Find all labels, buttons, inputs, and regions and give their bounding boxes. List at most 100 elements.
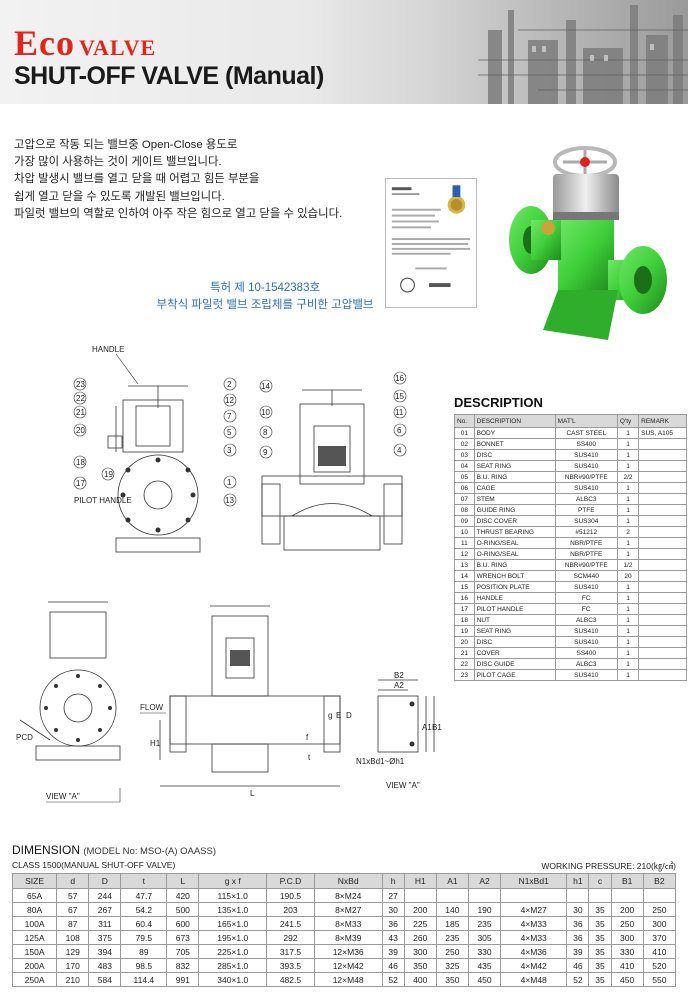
balloon: 12: [225, 396, 234, 405]
table-cell: [638, 647, 687, 659]
table-cell: 170: [56, 958, 90, 973]
header-remark: REMARK: [638, 414, 687, 428]
table-cell: SUS410: [554, 581, 618, 593]
label-b2: B2: [394, 671, 404, 680]
table-cell: FC: [554, 603, 618, 615]
table-cell: 80A: [11, 902, 58, 917]
balloon: 17: [76, 479, 85, 488]
table-cell: BODY: [473, 427, 556, 439]
balloon: 6: [397, 426, 402, 435]
table-cell: [500, 888, 568, 903]
table-cell: 79.5: [120, 930, 168, 945]
working-pressure: WORKING PRESSURE: 210(㎏/㎠): [541, 861, 676, 871]
table-cell: 584: [88, 972, 122, 987]
table-cell: 330: [610, 944, 644, 959]
table-cell: [638, 559, 687, 571]
table-cell: 04: [454, 460, 475, 472]
label-d: D: [346, 711, 352, 720]
table-cell: [638, 658, 687, 670]
balloon: 18: [76, 458, 85, 467]
table-cell: 991: [166, 972, 200, 987]
intro-line: 쉽게 열고 닫을 수 있도록 개발된 밸브입니다.: [14, 190, 225, 203]
table-cell: 12×M48: [313, 972, 383, 987]
table-cell: 35: [588, 972, 612, 987]
intro-line: 가장 많이 사용하는 것이 게이트 밸브입니다.: [14, 156, 222, 169]
table-header-cell: B1: [610, 873, 644, 889]
table-cell: WRENCH BOLT: [473, 570, 556, 582]
table-header-cell: g x f: [198, 873, 268, 889]
balloon: 21: [76, 408, 85, 417]
table-cell: 125A: [11, 930, 58, 945]
table-cell: [610, 888, 644, 903]
table-cell: NBR/PTFE: [554, 537, 618, 549]
drawing-side-view: FLOW H1 L D E g f t: [140, 605, 352, 798]
header-no: No.: [454, 414, 475, 428]
table-header-cell: L: [166, 873, 200, 889]
table-cell: B.U. RING: [473, 471, 556, 483]
table-cell: 13: [454, 559, 475, 571]
patent-certificate-image: [385, 178, 477, 308]
balloon: 20: [76, 426, 85, 435]
balloon: 1: [227, 478, 232, 487]
table-cell: [638, 603, 687, 615]
table-cell: [638, 493, 687, 505]
dimension-title: DIMENSION (MODEL No: MSO-(A) OAASS): [12, 843, 216, 857]
model-number: (MODEL No: MSO-(A) OAASS): [83, 846, 217, 857]
table-cell: 1: [616, 548, 640, 560]
table-cell: [435, 888, 469, 903]
table-cell: O-RING/SEAL: [473, 548, 556, 560]
table-cell: 15: [454, 581, 475, 593]
balloon: 5: [227, 428, 232, 437]
table-header-cell: P.C.D: [266, 873, 315, 889]
table-header-cell: c: [588, 873, 612, 889]
table-cell: 300: [642, 916, 677, 931]
table-cell: [638, 548, 687, 560]
table-cell: 05: [454, 471, 475, 483]
table-cell: 135×1.0: [198, 902, 268, 917]
table-cell: 1: [616, 427, 640, 439]
table-cell: 285×1.0: [198, 958, 268, 973]
table-cell: 1: [616, 625, 640, 637]
table-cell: 35: [588, 944, 612, 959]
balloon: 23: [76, 380, 85, 389]
table-cell: 36: [566, 930, 590, 945]
table-cell: 35: [588, 930, 612, 945]
table-cell: 10: [454, 526, 475, 538]
header-qty: Q'ty: [616, 414, 640, 428]
label-pilot-handle: PILOT HANDLE: [74, 496, 132, 505]
table-cell: [588, 888, 612, 903]
table-cell: 210: [56, 972, 90, 987]
table-cell: 100A: [11, 916, 58, 931]
table-cell: 250: [642, 902, 677, 917]
table-cell: 03: [454, 449, 475, 461]
table-cell: #51212: [554, 526, 618, 538]
table-cell: [638, 471, 687, 483]
header-description: DESCRIPTION: [473, 414, 556, 428]
table-cell: 17: [454, 603, 475, 615]
table-cell: B.U. RING: [473, 559, 556, 571]
drawing-lower-front-view: PCD VIEW "A": [16, 601, 121, 803]
table-cell: 4×M33: [500, 916, 568, 931]
table-cell: DISC: [473, 636, 556, 648]
table-cell: 30: [381, 902, 405, 917]
table-cell: POSITION PLATE: [473, 581, 556, 593]
table-cell: 08: [454, 504, 475, 516]
table-cell: 235: [435, 930, 469, 945]
table-cell: [638, 636, 687, 648]
table-cell: 482.5: [266, 972, 315, 987]
table-cell: 600: [166, 916, 200, 931]
table-cell: 435: [467, 958, 502, 973]
table-cell: [638, 570, 687, 582]
table-cell: [638, 614, 687, 626]
table-cell: 11: [454, 537, 475, 549]
table-cell: 195×1.0: [198, 930, 268, 945]
table-cell: 52: [381, 972, 405, 987]
label-e: E: [336, 711, 341, 720]
